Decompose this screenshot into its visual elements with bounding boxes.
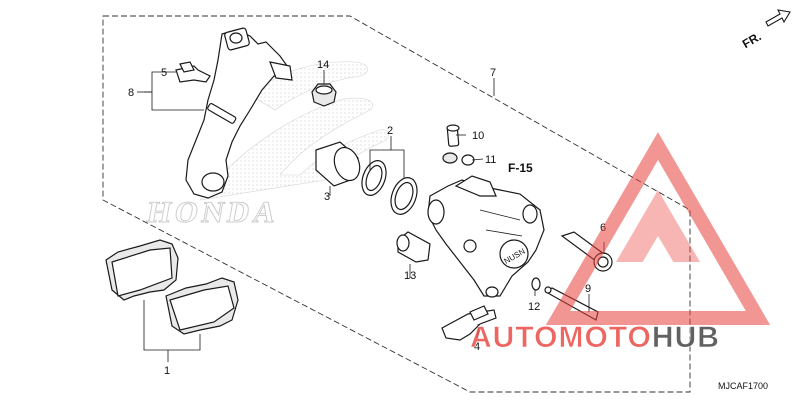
callout-14: 14 (317, 59, 329, 71)
direction-label: FR. (740, 29, 764, 51)
callout-12: 12 (528, 301, 540, 313)
pin-boot-part (311, 83, 337, 107)
section-reference: F-15 (508, 161, 533, 175)
direction-arrow-icon (765, 9, 791, 27)
leader-lines (137, 70, 605, 362)
caliper-assembly-boundary (102, 15, 691, 393)
callout-5: 5 (161, 67, 167, 79)
piston-seal-set-part (361, 160, 418, 215)
front-direction-indicator: FR. (740, 9, 791, 51)
callout-9: 9 (585, 283, 591, 295)
piston-part (315, 141, 361, 187)
pad-retainer-part (441, 305, 497, 341)
pad-spring-part (175, 61, 211, 83)
bleed-valve-part (446, 124, 460, 147)
callout-4: 4 (474, 341, 480, 353)
callout-8: 8 (128, 87, 134, 99)
honda-background-text: HONDA (145, 195, 283, 229)
diagram-code: MJCAF1700 (718, 381, 768, 391)
callout-13: 13 (404, 270, 416, 282)
caliper-bracket-part (185, 27, 293, 199)
automotohub-watermark (545, 132, 771, 325)
bleed-cap-part (442, 152, 475, 166)
callout-1: 1 (164, 365, 170, 377)
callout-11: 11 (485, 154, 496, 166)
callout-2: 2 (387, 125, 393, 137)
watermark-part1: AUTOMOTO (470, 321, 652, 354)
caliper-body-part: NUSN (427, 175, 545, 298)
honda-wing-background-logo: HONDA (144, 61, 389, 229)
pin-sleeve-part (396, 231, 431, 263)
callout-7: 7 (490, 67, 496, 79)
automotohub-logo-text: AUTOMOTOHUB (470, 321, 720, 355)
o-ring-part (531, 277, 541, 291)
warning-triangle-icon (545, 132, 771, 325)
watermark-part2: HUB (652, 321, 720, 354)
callout-10: 10 (472, 130, 484, 142)
callout-3: 3 (324, 191, 330, 203)
brake-pad-set-part (105, 239, 239, 335)
svg-text:AUTOMOTOHUB: AUTOMOTOHUB (470, 321, 720, 354)
